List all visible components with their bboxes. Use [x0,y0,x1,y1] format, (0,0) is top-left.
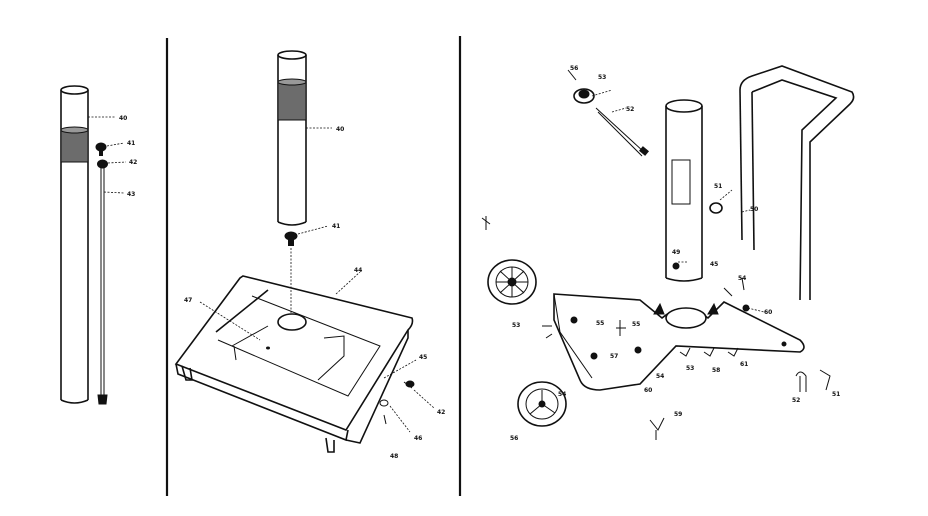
callout-42b: 42 [437,409,445,416]
callout-59: 59 [674,411,682,418]
base-plate [174,275,414,453]
callout-53: 53 [598,74,606,81]
callout-58: 58 [712,367,720,374]
callout-40b: 40 [336,126,344,133]
callout-44: 44 [354,267,362,274]
callout-45: 45 [419,354,427,361]
callout-48: 48 [390,453,398,460]
column-tube-stand [665,99,723,282]
column-panel: 40 41 42 43 [60,85,137,405]
callout-52b: 52 [792,397,800,404]
callout-56b: 56 [510,435,518,442]
callout-51b: 51 [832,391,840,398]
callout-55: 55 [596,320,604,327]
callout-41: 41 [127,140,135,147]
small-hardware [481,216,831,440]
callout-45c: 45 [710,261,718,268]
callout-49: 49 [672,249,680,256]
callout-54c: 54 [558,391,566,398]
callout-42: 42 [129,159,137,166]
tie-rod [95,142,108,405]
callout-57: 57 [610,353,618,360]
column-plug [284,231,298,246]
wheel-icon-lower [517,381,567,427]
callout-61: 61 [740,361,748,368]
callout-60: 60 [764,309,772,316]
callout-56: 56 [570,65,578,72]
callout-51: 51 [714,183,722,190]
callout-43: 43 [127,191,135,198]
callout-55b: 55 [632,321,640,328]
base-hardware [379,380,415,425]
callout-50: 50 [750,206,758,213]
callout-60b: 60 [644,387,652,394]
top-clamp [567,69,649,157]
column-tube [60,85,89,404]
callout-46: 46 [414,435,422,442]
callout-41b: 41 [332,223,340,230]
base-panel: 40 41 44 47 45 42 46 48 [174,50,445,460]
deck-plate [553,293,805,391]
handle-frame [739,65,855,301]
callout-53c: 53 [686,365,694,372]
callout-54b: 54 [656,373,664,380]
stand-panel: 56 53 52 51 50 49 45 54 53 55 55 60 57 5… [481,65,855,442]
callout-52: 52 [626,106,634,113]
callout-40: 40 [119,115,127,122]
wheel-icon [487,259,537,305]
callout-47: 47 [184,297,192,304]
callout-53b: 53 [512,322,520,329]
column-tube-upper [277,50,307,226]
callout-54: 54 [738,275,746,282]
